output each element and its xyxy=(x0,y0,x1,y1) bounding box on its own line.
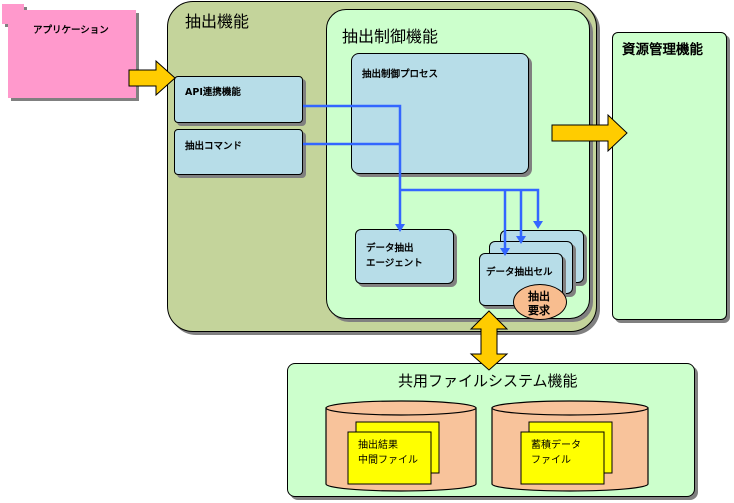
extract-command-box[interactable]: 抽出コマンド xyxy=(174,129,303,175)
data-agent-line1: データ抽出 xyxy=(366,243,414,254)
shared-filesystem-title: 共用ファイルシステム機能 xyxy=(398,372,578,390)
extract-command-label: 抽出コマンド xyxy=(185,141,243,152)
extraction-function-title: 抽出機能 xyxy=(185,12,250,31)
api-link-label: API連携機能 xyxy=(185,87,241,98)
resource-management-panel: 資源管理機能 xyxy=(612,32,727,320)
application-label: アプリケーション xyxy=(33,25,109,36)
data-agent-box[interactable]: データ抽出 エージェント xyxy=(355,229,454,284)
extract-request-line2: 要求 xyxy=(528,304,550,317)
extraction-control-title: 抽出制御機能 xyxy=(342,27,439,46)
application-box[interactable]: アプリケーション xyxy=(8,10,136,98)
file-right-line2: ファイル xyxy=(531,455,571,466)
file-right-line1: 蓄積データ xyxy=(531,440,581,451)
control-process-label: 抽出制御プロセス xyxy=(362,69,439,80)
file-left-line2: 中間ファイル xyxy=(358,455,418,466)
shared-filesystem-panel: 共用ファイルシステム機能 xyxy=(287,363,695,497)
extract-request-ellipse[interactable]: 抽出 要求 xyxy=(513,284,567,320)
api-link-box[interactable]: API連携機能 xyxy=(174,76,303,123)
file-left-line1: 抽出結果 xyxy=(358,440,398,451)
data-agent-line2: エージェント xyxy=(366,258,423,269)
control-process-box[interactable]: 抽出制御プロセス xyxy=(351,53,529,174)
extract-request-line1: 抽出 xyxy=(528,290,550,303)
data-cell-label: データ抽出セル xyxy=(486,267,553,278)
resource-management-title: 資源管理機能 xyxy=(622,42,703,58)
